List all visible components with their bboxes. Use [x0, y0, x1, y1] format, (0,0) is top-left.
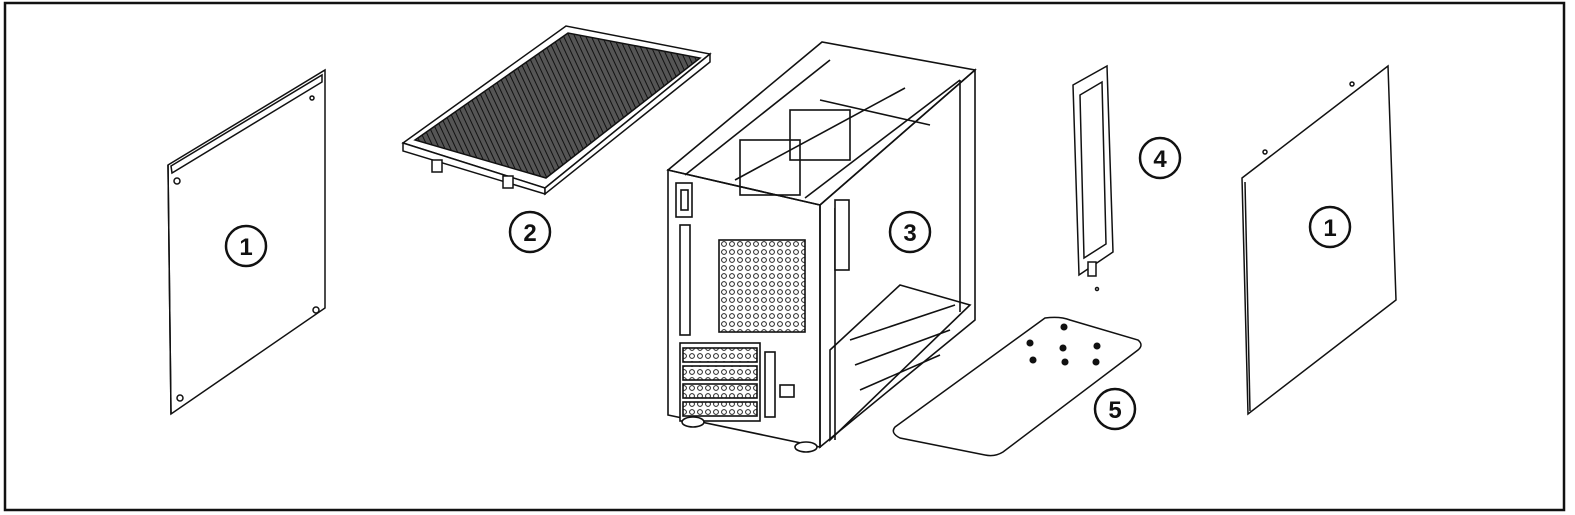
- bracket: [1072, 64, 1114, 292]
- callout-2: 2: [508, 210, 552, 254]
- callout-4-label: 4: [1153, 146, 1167, 173]
- callout-1-left: 1: [224, 224, 268, 268]
- callout-1-right-label: 1: [1323, 215, 1336, 242]
- callout-3: 3: [888, 210, 932, 254]
- callout-2-label: 2: [523, 220, 536, 247]
- callout-5: 5: [1093, 387, 1137, 431]
- bottom-plate: [892, 316, 1142, 457]
- callout-4: 4: [1138, 136, 1182, 180]
- top-filter: [401, 25, 712, 196]
- callout-5-label: 5: [1108, 397, 1121, 424]
- callout-3-label: 3: [903, 220, 916, 247]
- diagram-border: [3, 1, 1566, 512]
- callout-1-left-label: 1: [239, 234, 252, 261]
- chassis: [666, 41, 977, 453]
- callout-1-right: 1: [1308, 205, 1352, 249]
